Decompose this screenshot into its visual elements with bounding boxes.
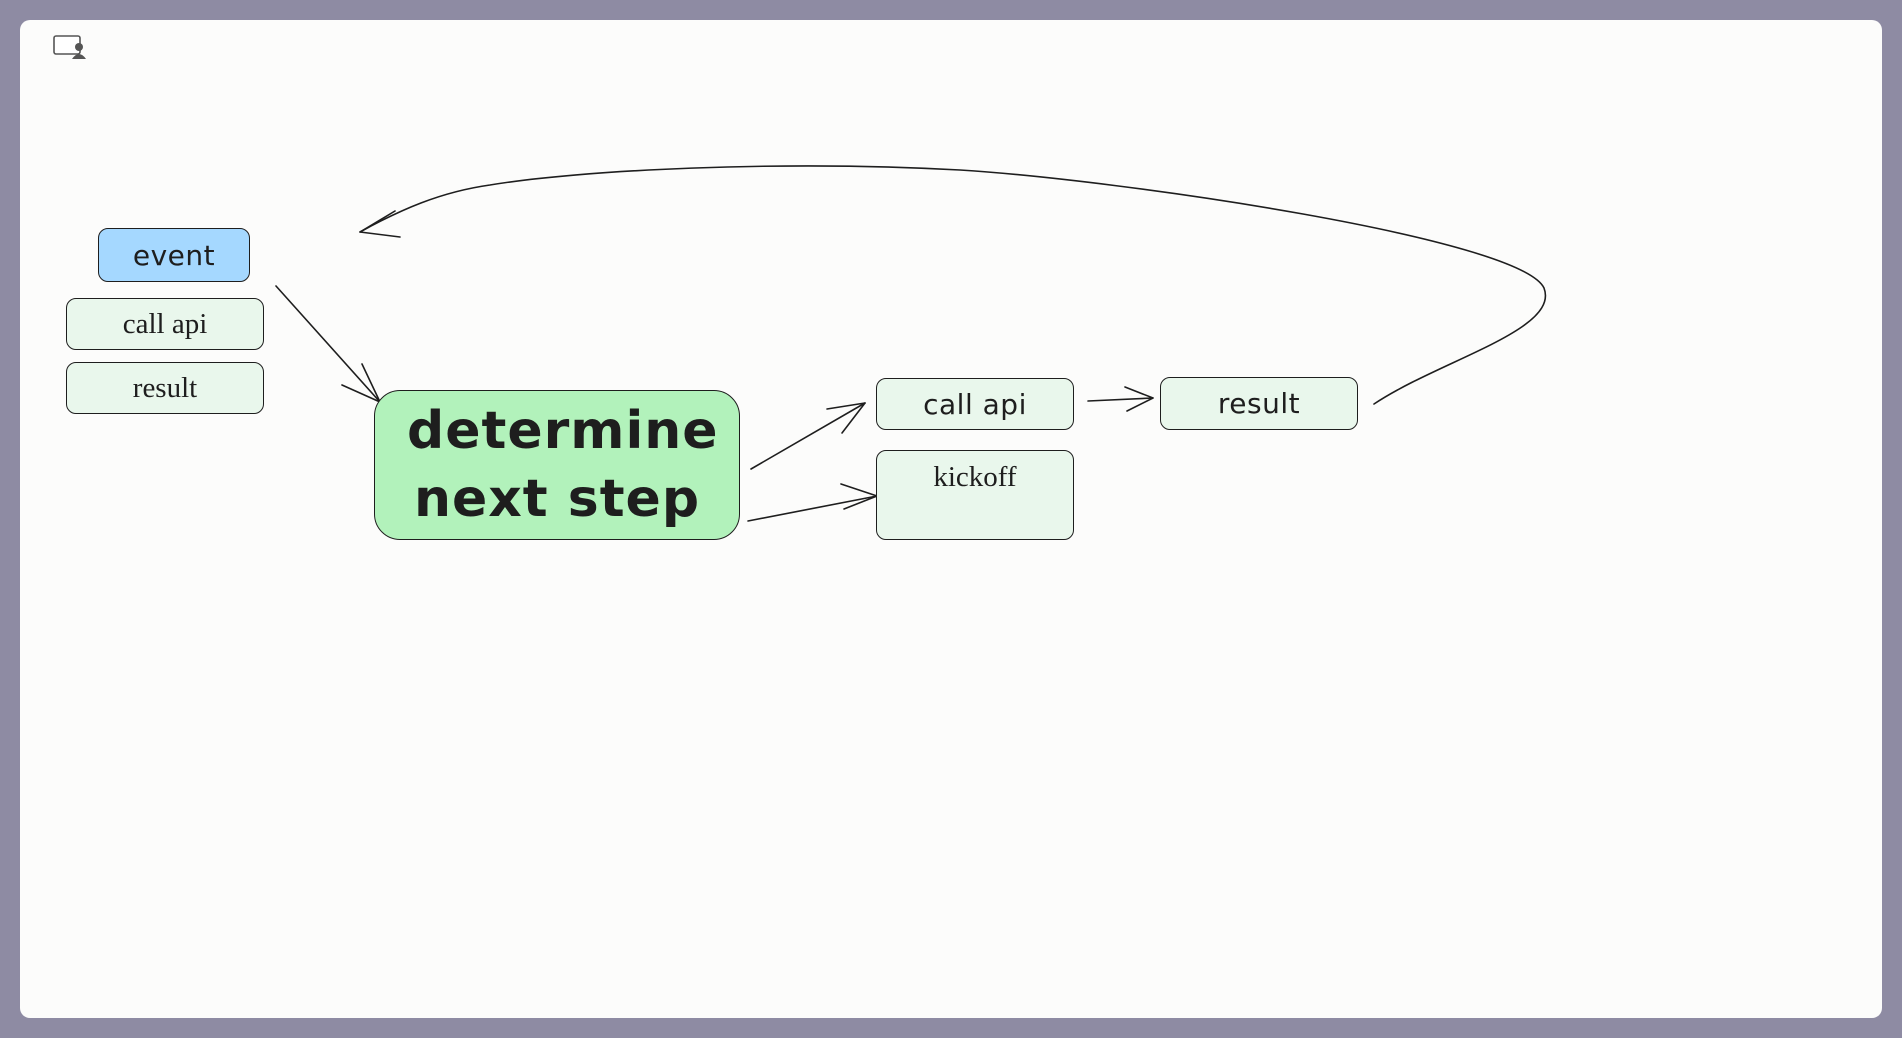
arrow-determine-to-call-api[interactable] <box>750 402 866 470</box>
arrow-determine-to-kickoff[interactable] <box>747 483 878 522</box>
kickoff-node[interactable]: kickoff <box>876 450 1074 540</box>
whiteboard-canvas[interactable]: event call api result determine next ste… <box>20 20 1882 1018</box>
determine-next-step-node[interactable]: determine next step <box>374 390 740 540</box>
result-right-node[interactable]: result <box>1160 377 1358 430</box>
call-api-right-node[interactable]: call api <box>876 378 1074 430</box>
event-node-label: event <box>132 238 216 272</box>
call-api-left-label: call api <box>122 307 208 340</box>
result-left-node[interactable]: result <box>66 362 264 414</box>
call-api-left-node[interactable]: call api <box>66 298 264 350</box>
kickoff-label: kickoff <box>933 461 1017 493</box>
call-api-right-label: call api <box>923 387 1027 421</box>
result-left-label: result <box>132 371 198 404</box>
arrow-call-api-to-result[interactable] <box>1087 386 1154 412</box>
arrow-event-to-determine[interactable] <box>275 285 381 403</box>
presentation-user-icon[interactable] <box>52 34 90 60</box>
determine-next-step-label: determine next step <box>407 401 719 529</box>
result-right-label: result <box>1217 387 1301 420</box>
arrow-result-to-event[interactable] <box>359 165 1547 405</box>
event-node[interactable]: event <box>98 228 250 282</box>
